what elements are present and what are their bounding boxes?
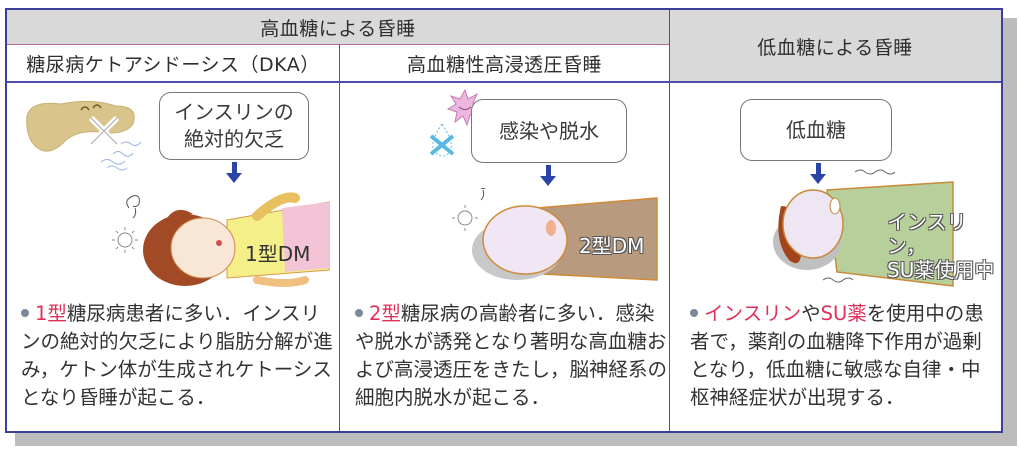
description-dka-text: 糖尿病患者に多い．インスリンの絶対的欠乏により脂肪分解が進み，ケトン体が生成され… xyxy=(21,302,333,409)
highlight-type1: 1型 xyxy=(35,302,67,325)
dizzy-swirl-icon xyxy=(476,188,486,201)
divider xyxy=(339,44,340,431)
header-hyperglycemic-coma-label: 高血糖による昏睡 xyxy=(260,17,416,40)
description-connector: や xyxy=(801,302,821,325)
callout-insulin-deficiency-text: インスリンの 絶対的欠乏 xyxy=(174,100,294,151)
dizzy-swirl-icon xyxy=(126,195,140,219)
callout-infection-dehydration-text: 感染や脱水 xyxy=(499,118,599,143)
highlight-type2: 2型 xyxy=(369,302,401,325)
patient-insulin-figure xyxy=(773,169,954,287)
bullet-icon xyxy=(355,308,363,317)
highlight-su-drug: SU薬 xyxy=(820,302,867,325)
header-hypoglycemic-coma: 低血糖による昏睡 xyxy=(669,10,1001,82)
description-hhs-text: 糖尿病の高齢者に多い．感染や脱水が誘発となり著明な高血糖および高浸透圧をきたし，… xyxy=(355,302,668,409)
callout-infection-dehydration: 感染や脱水 xyxy=(471,99,627,163)
callout-hypoglycemia: 低血糖 xyxy=(740,99,892,161)
divider xyxy=(7,81,1001,83)
bullet-icon xyxy=(690,308,698,317)
divider xyxy=(7,44,669,45)
girl-type1-figure xyxy=(112,192,330,287)
header-dka: 糖尿病ケトアシドーシス（DKA） xyxy=(7,45,339,81)
divider xyxy=(669,10,670,431)
header-hhs: 高血糖性高浸透圧昏睡 xyxy=(340,45,669,81)
coma-comparison-table: 高血糖による昏睡 低血糖による昏睡 糖尿病ケトアシドーシス（DKA） 高血糖性高… xyxy=(5,8,1003,433)
figure-label-type2-dm: 2型DM xyxy=(579,234,645,258)
pancreas-icon xyxy=(26,100,141,171)
header-hyperglycemic-coma: 高血糖による昏睡 xyxy=(7,10,669,44)
callout-insulin-deficiency: インスリンの 絶対的欠乏 xyxy=(159,92,309,160)
description-dka: 1型糖尿病患者に多い．インスリンの絶対的欠乏により脂肪分解が進み，ケトン体が生成… xyxy=(21,300,337,412)
elderly-type2-figure xyxy=(452,188,658,281)
header-hypoglycemic-coma-label: 低血糖による昏睡 xyxy=(757,36,913,59)
highlight-insulin: インスリン xyxy=(704,302,802,325)
figure-label-insulin-su: インスリン， SU薬使用中 xyxy=(887,210,995,282)
description-hypoglycemia-text: を使用中の患者で，薬剤の血糖降下作用が過剰となり，低血糖に敏感な自律・中枢神経症… xyxy=(690,302,984,409)
bullet-icon xyxy=(21,308,29,317)
description-hhs: 2型糖尿病の高齢者に多い．感染や脱水が誘発となり著明な高血糖および高浸透圧をきた… xyxy=(355,300,673,412)
description-hypoglycemia: インスリンやSU薬を使用中の患者で，薬剤の血糖降下作用が過剰となり，低血糖に敏感… xyxy=(690,300,990,412)
figure-label-type1-dm: 1型DM xyxy=(245,242,311,266)
header-hhs-label: 高血糖性高浸透圧昏睡 xyxy=(406,53,602,76)
callout-hypoglycemia-text: 低血糖 xyxy=(786,117,846,142)
water-drop-crossed-icon xyxy=(429,123,455,157)
header-dka-label: 糖尿病ケトアシドーシス（DKA） xyxy=(26,53,320,76)
